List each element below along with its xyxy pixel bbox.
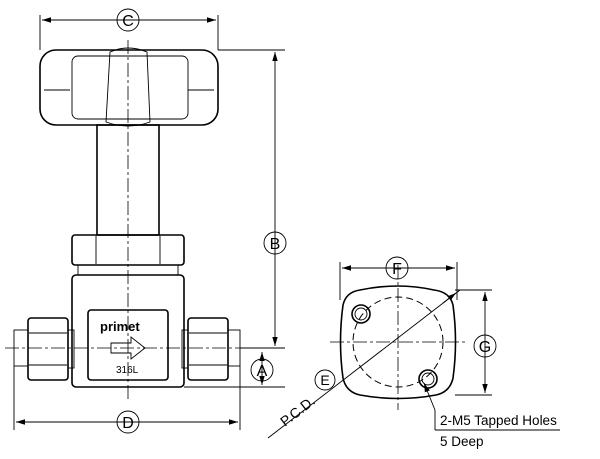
flow-arrow-icon	[110, 336, 146, 360]
dimension-b-label: B	[270, 236, 281, 253]
dimension-f-label: F	[392, 261, 402, 278]
brand-label: primet	[100, 319, 140, 334]
dimension-b: B	[218, 49, 287, 349]
dimension-a-label: A	[257, 363, 268, 380]
front-view: primet 316L	[5, 40, 262, 400]
right-fitting	[181, 317, 241, 381]
left-fitting	[13, 317, 75, 381]
dimension-e-label: E	[320, 372, 329, 388]
dimension-c-label: C	[122, 13, 134, 30]
holes-label-line2: 5 Deep	[440, 434, 484, 449]
tapped-hole-top	[351, 304, 371, 324]
pcd-leader: P.C.D. E	[267, 289, 461, 439]
dimension-c: C	[39, 8, 219, 50]
handle-knob	[39, 47, 219, 127]
dimension-g-label: G	[479, 339, 491, 356]
dimension-d: D	[13, 366, 241, 434]
holes-label-line1: 2-M5 Tapped Holes	[440, 413, 557, 428]
dimension-d-label: D	[122, 415, 134, 432]
flange-outline	[339, 285, 457, 400]
dimension-f: F	[339, 256, 458, 300]
dimension-g: G	[455, 289, 497, 396]
pcd-label: P.C.D.	[277, 392, 318, 429]
tapped-holes-leader: 2-M5 Tapped Holes 5 Deep	[423, 382, 560, 449]
dimension-a: A	[184, 352, 285, 388]
material-label: 316L	[116, 365, 139, 376]
